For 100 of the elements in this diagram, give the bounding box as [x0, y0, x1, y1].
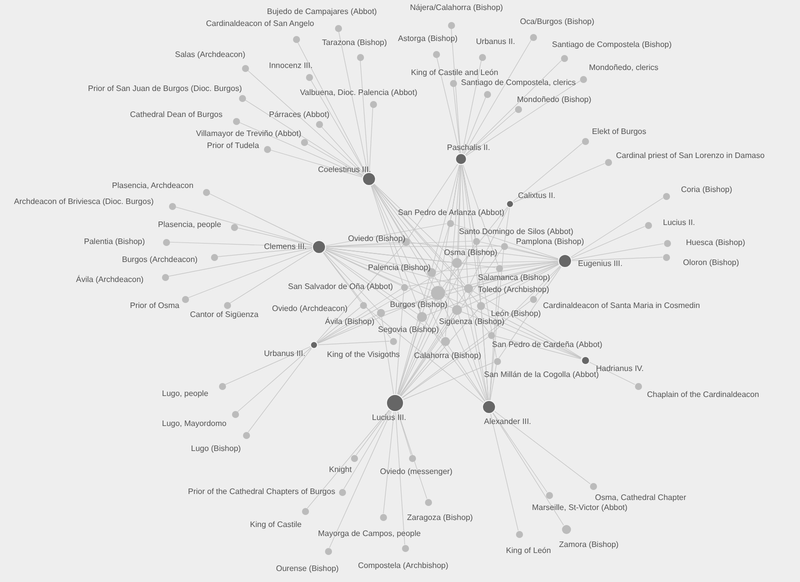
- connector-line: [318, 340, 390, 346]
- node-label: Prior of Osma: [130, 301, 180, 311]
- connector-line: [489, 271, 500, 400]
- connector-line: [402, 300, 530, 398]
- graph-node: [484, 90, 490, 98]
- connector-line: [248, 348, 312, 432]
- graph-node: [662, 254, 670, 260]
- connector-line: [374, 184, 454, 260]
- connector-line: [373, 184, 479, 304]
- graph-node: [424, 498, 432, 506]
- node-label: Nájera/Calahorra (Bishop): [410, 3, 503, 13]
- connector-line: [317, 314, 378, 344]
- graph-node: [316, 120, 322, 128]
- node-label: Mayorga de Campos, people: [318, 529, 421, 539]
- node-label: Palentia (Bishop): [84, 237, 145, 247]
- node-label: Prior of Tudela: [207, 141, 260, 151]
- connector-line: [490, 414, 518, 531]
- connector-line: [381, 316, 394, 394]
- connector-line: [400, 248, 502, 396]
- connector-line: [445, 164, 461, 337]
- node-label: Lugo, people: [162, 389, 208, 399]
- connector-line: [484, 264, 560, 304]
- node-label: Lucius III.: [372, 413, 406, 423]
- node-label: Cardinal priest of San Lorenzo in Damaso: [616, 151, 765, 161]
- connector-line: [407, 262, 558, 287]
- graph-node: [417, 312, 427, 322]
- node-label: Zaragoza (Bishop): [407, 513, 473, 523]
- node-label: King of the Visigoths: [327, 350, 400, 360]
- graph-node: [324, 548, 332, 554]
- connector-line: [344, 410, 391, 490]
- connector-line: [468, 292, 488, 400]
- connector-line: [397, 411, 412, 455]
- connector-line: [461, 164, 468, 284]
- connector-line: [247, 70, 364, 175]
- connector-line: [436, 57, 460, 154]
- graph-node: [168, 202, 176, 210]
- connector-line: [447, 344, 486, 402]
- connector-line: [462, 164, 497, 358]
- node-label: Santiago de Compostela, clerics: [461, 78, 576, 88]
- graph-node: [590, 482, 596, 490]
- connector-line: [588, 362, 636, 385]
- node-label: King of Castile and León: [411, 68, 498, 78]
- connector-line: [402, 336, 488, 398]
- connector-line: [325, 250, 402, 286]
- node-label: Oca/Burgos (Bishop): [520, 17, 594, 27]
- graph-node: [408, 454, 416, 462]
- connector-line: [476, 244, 489, 400]
- graph-node: [452, 258, 462, 268]
- connector-line: [317, 288, 402, 344]
- node-label: Lugo, Mayordomo: [162, 419, 226, 429]
- connector-line: [372, 185, 444, 338]
- graph-node: [162, 238, 170, 246]
- node-label: Plasencia, people: [158, 220, 222, 230]
- graph-node: [350, 454, 358, 462]
- graph-node: [500, 242, 508, 250]
- connector-line: [306, 143, 364, 176]
- connector-line: [310, 80, 366, 174]
- connector-line: [326, 223, 447, 246]
- node-label: Sigüenza (Bishop): [439, 317, 504, 327]
- connector-line: [462, 164, 481, 302]
- node-label: Alexander III.: [484, 417, 532, 427]
- node-label: King of León: [506, 546, 551, 556]
- connector-line: [462, 60, 482, 154]
- node-label: Burgos (Bishop): [390, 300, 448, 310]
- node-label: Calixtus II.: [518, 191, 556, 201]
- graph-node: [431, 286, 445, 300]
- connector-line: [324, 250, 442, 339]
- node-label: Huesca (Bishop): [686, 238, 746, 248]
- node-label: Tarazona (Bishop): [322, 38, 387, 48]
- node-label: Hadrianus IV.: [596, 364, 644, 373]
- connector-line: [462, 260, 558, 264]
- connector-line: [450, 28, 461, 154]
- connector-line: [397, 321, 421, 395]
- connector-line: [442, 206, 508, 288]
- connector-line: [424, 320, 486, 402]
- graph-node: [514, 106, 522, 112]
- connector-line: [400, 314, 455, 396]
- node-label: Toledo (Archbishop): [478, 285, 550, 295]
- node-label: Clemens III.: [264, 242, 307, 252]
- graph-node: [380, 514, 386, 520]
- connector-line: [472, 290, 582, 358]
- connector-line: [326, 246, 501, 248]
- graph-node: [338, 488, 346, 496]
- connector-line: [360, 60, 369, 172]
- graph-node: [302, 508, 308, 514]
- connector-line: [444, 262, 558, 292]
- connector-line: [465, 111, 516, 156]
- node-label: Archdeacon of Briviesca (Dioc. Burgos): [14, 197, 154, 207]
- connector-line: [244, 100, 364, 176]
- connector-line: [316, 306, 361, 343]
- node-label: Urbanus II.: [476, 37, 516, 47]
- connector-line: [426, 263, 559, 316]
- graph-node: [604, 158, 612, 166]
- connector-line: [322, 252, 362, 302]
- connector-line: [403, 362, 494, 400]
- connector-line: [317, 295, 432, 344]
- connector-line: [502, 261, 558, 268]
- connector-line: [329, 410, 392, 548]
- node-label: Oloron (Bishop): [683, 258, 740, 268]
- connector-line: [324, 250, 418, 314]
